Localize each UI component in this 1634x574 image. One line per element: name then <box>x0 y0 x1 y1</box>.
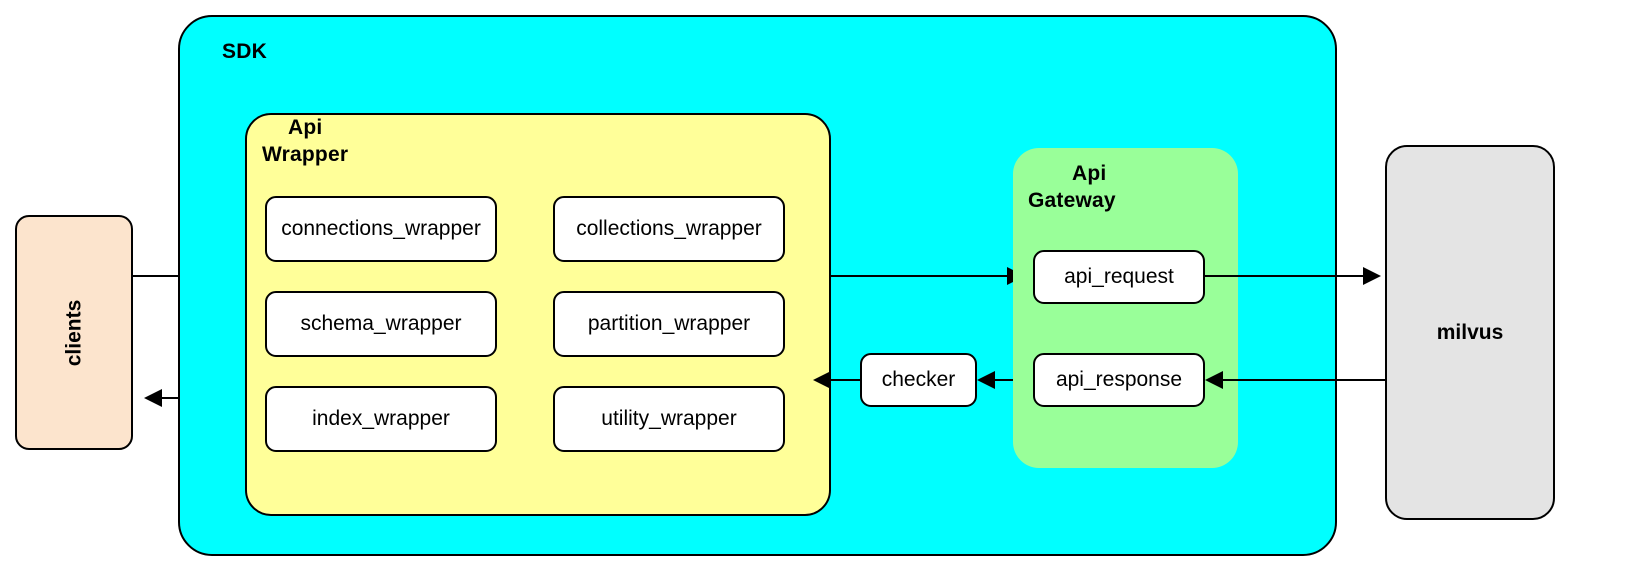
api-gateway-container[interactable] <box>1013 148 1238 468</box>
edge-api-request-to-milvus-arrowhead <box>1363 267 1381 285</box>
sdk-label: SDK <box>222 40 267 63</box>
edge-sdk-to-clients-arrowhead <box>144 389 162 407</box>
edge-api-wrapper-to-api-request-line <box>831 275 1015 277</box>
api-gateway-label: Api Gateway <box>1028 162 1116 212</box>
module-index-wrapper[interactable]: index_wrapper <box>265 386 497 452</box>
edge-checker-to-api-wrapper-line <box>831 379 862 381</box>
edge-milvus-to-api-response-line <box>1223 379 1385 381</box>
api-response-node[interactable]: api_response <box>1033 353 1205 407</box>
checker-node[interactable]: checker <box>860 353 977 407</box>
api-request-node[interactable]: api_request <box>1033 250 1205 304</box>
milvus-label: milvus <box>1436 320 1504 344</box>
edge-api-request-to-milvus-line <box>1205 275 1367 277</box>
clients-label-rotated: clients <box>17 217 131 448</box>
module-collections-wrapper[interactable]: collections_wrapper <box>553 196 785 262</box>
edge-checker-to-api-wrapper-arrowhead <box>813 371 831 389</box>
module-schema-wrapper[interactable]: schema_wrapper <box>265 291 497 357</box>
api-wrapper-label: Api Wrapper <box>262 116 349 166</box>
clients-label: clients <box>62 299 85 366</box>
clients-node[interactable]: clients <box>15 215 133 450</box>
module-connections-wrapper[interactable]: connections_wrapper <box>265 196 497 262</box>
milvus-node[interactable]: milvus <box>1385 145 1555 520</box>
module-utility-wrapper[interactable]: utility_wrapper <box>553 386 785 452</box>
module-partition-wrapper[interactable]: partition_wrapper <box>553 291 785 357</box>
edge-api-response-to-checker-arrowhead <box>977 371 995 389</box>
milvus-label-wrap: milvus <box>1387 147 1553 518</box>
edge-clients-to-api-wrapper-line <box>133 275 217 277</box>
edge-milvus-to-api-response-arrowhead <box>1205 371 1223 389</box>
